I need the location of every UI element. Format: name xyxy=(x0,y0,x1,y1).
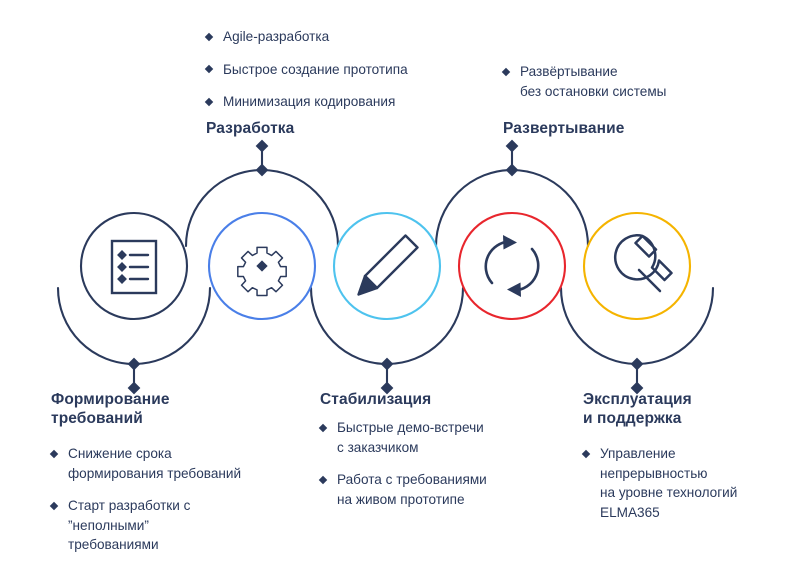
heading-deployment: Развертывание xyxy=(503,120,625,137)
marker-dep-junction xyxy=(505,163,519,177)
bullet-item: Agile-разработка xyxy=(206,27,466,47)
bullet-item: Старт разработки с ”неполными” требовани… xyxy=(51,496,306,555)
marker-stab-junction xyxy=(380,357,394,371)
ring-operation xyxy=(582,211,692,321)
document-bullet-diamonds xyxy=(117,250,127,284)
bullet-item: Быстрые демо-встречи с заказчиком xyxy=(320,418,570,457)
bullets-requirements: Снижение срока формирования требований С… xyxy=(51,444,306,555)
bullet-item: Быстрое создание прототипа xyxy=(206,60,466,80)
ring-requirements xyxy=(79,211,189,321)
bullets-stabilization: Быстрые демо-встречи с заказчиком Работа… xyxy=(320,418,570,509)
bullet-item: Управление непрерывностью на уровне техн… xyxy=(583,444,798,522)
bullet-item: Снижение срока формирования требований xyxy=(51,444,306,483)
marker-req-junction xyxy=(127,357,141,371)
heading-requirements: Формирование требований xyxy=(51,391,170,427)
ring-deployment xyxy=(457,211,567,321)
bullet-item: Развёртывание без остановки системы xyxy=(503,62,733,101)
ring-stabilization xyxy=(332,211,442,321)
bullets-development: Agile-разработка Быстрое создание протот… xyxy=(206,27,466,112)
sync-arrow-heads xyxy=(503,235,521,297)
marker-oper-junction xyxy=(630,357,644,371)
stage-icon-operation[interactable] xyxy=(576,205,698,327)
stage-icon-development[interactable] xyxy=(201,205,323,327)
bullet-item: Минимизация кодирования xyxy=(206,92,466,112)
wrench-icon xyxy=(614,234,673,293)
pencil-icon xyxy=(357,234,419,296)
marker-dev-junction xyxy=(255,163,269,177)
stage-icon-requirements[interactable] xyxy=(73,205,195,327)
heading-stabilization: Стабилизация xyxy=(320,391,432,408)
sync-arrows-icon xyxy=(484,240,540,292)
document-checklist-icon xyxy=(110,239,158,295)
bullet-item: Работа с требованиями на живом прототипе xyxy=(320,470,570,509)
gear-icon xyxy=(237,246,287,297)
heading-development: Разработка xyxy=(206,120,295,137)
stage-icon-stabilization[interactable] xyxy=(326,205,448,327)
bullets-operation: Управление непрерывностью на уровне техн… xyxy=(583,444,798,522)
heading-operation: Эксплуатация и поддержка xyxy=(583,391,692,427)
stage-icon-deployment[interactable] xyxy=(451,205,573,327)
marker-dev-tip xyxy=(255,139,269,153)
gear-center-diamond xyxy=(256,260,268,272)
bullets-deployment: Развёртывание без остановки системы xyxy=(503,62,733,101)
ring-development xyxy=(207,211,317,321)
marker-dep-tip xyxy=(505,139,519,153)
